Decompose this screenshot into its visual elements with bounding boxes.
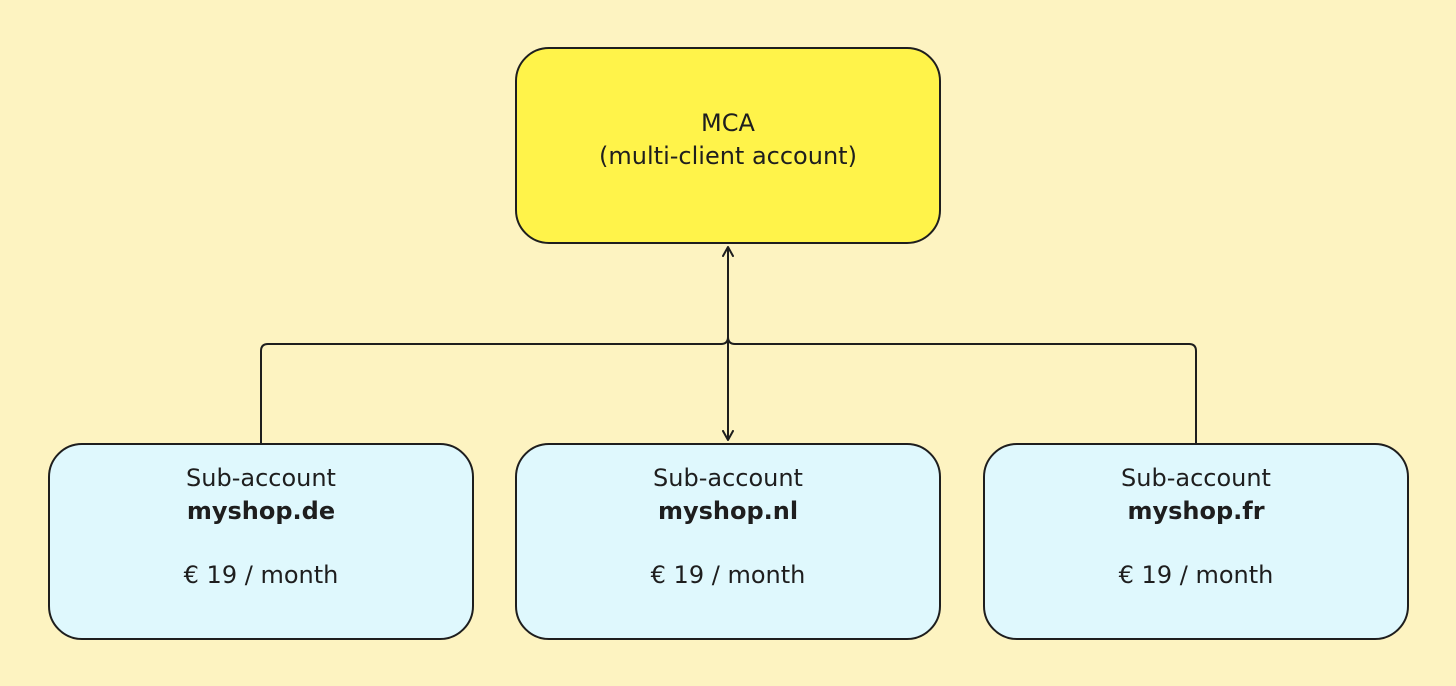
subaccount-price: € 19 / month xyxy=(183,561,339,589)
subaccount-node-nl: Sub-account myshop.nl € 19 / month xyxy=(515,443,941,640)
subaccount-domain: myshop.fr xyxy=(1127,497,1265,525)
subaccount-domain: myshop.nl xyxy=(657,497,799,525)
subaccount-price: € 19 / month xyxy=(650,561,806,589)
subaccount-price: € 19 / month xyxy=(1118,561,1274,589)
subaccount-label: Sub-account xyxy=(1121,464,1271,492)
subaccount-domain: myshop.de xyxy=(186,497,336,525)
mca-subtitle: (multi-client account) xyxy=(599,141,857,170)
subaccount-label: Sub-account xyxy=(653,464,803,492)
mca-title: MCA xyxy=(701,108,755,137)
mca-node: MCA (multi-client account) xyxy=(515,47,941,244)
subaccount-label: Sub-account xyxy=(186,464,336,492)
subaccount-node-de: Sub-account myshop.de € 19 / month xyxy=(48,443,474,640)
subaccount-node-fr: Sub-account myshop.fr € 19 / month xyxy=(983,443,1409,640)
